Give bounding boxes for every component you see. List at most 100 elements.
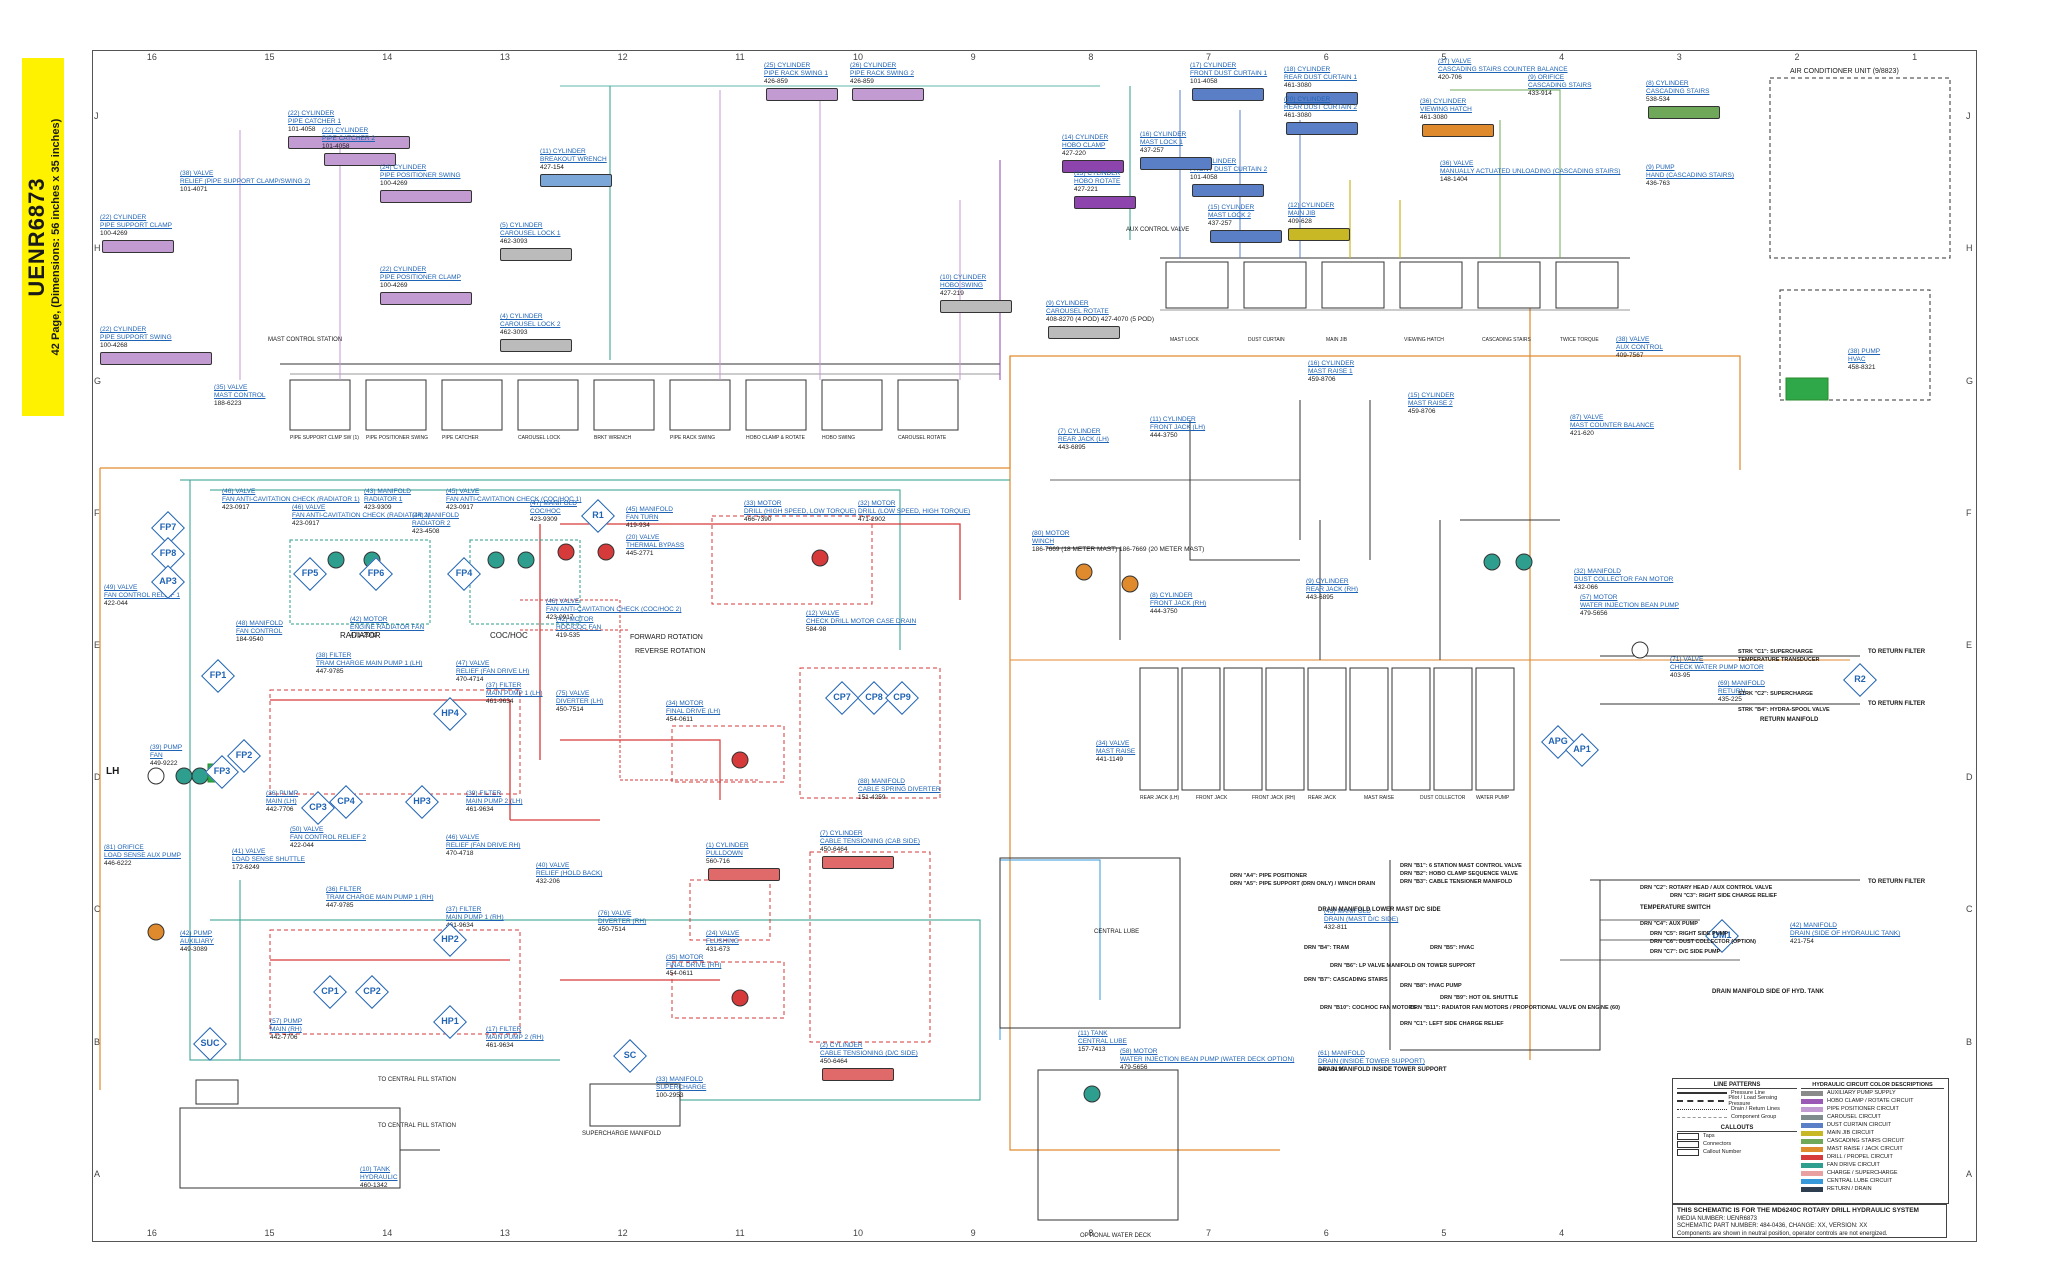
pressure-tap-label[interactable]: CP4 xyxy=(337,796,355,806)
pressure-tap-label[interactable]: CP9 xyxy=(893,692,911,702)
pressure-tap-label[interactable]: FP3 xyxy=(213,766,231,776)
pressure-tap-label[interactable]: CP8 xyxy=(865,692,883,702)
pressure-tap-label[interactable]: FP5 xyxy=(301,568,319,578)
pressure-tap-label[interactable]: DM1 xyxy=(1712,930,1732,940)
pressure-tap-label[interactable]: FP2 xyxy=(235,750,253,760)
pressure-tap-label[interactable]: HP2 xyxy=(441,934,459,944)
pressure-tap-label[interactable]: FP8 xyxy=(159,548,177,558)
pressure-tap-label[interactable]: APG xyxy=(1548,736,1568,746)
pressure-tap-label[interactable]: AP3 xyxy=(159,576,177,586)
pressure-tap-label[interactable]: CP7 xyxy=(833,692,851,702)
pressure-tap-label[interactable]: CP2 xyxy=(363,986,381,996)
pressure-tap-label[interactable]: FP7 xyxy=(159,522,177,532)
pressure-tap-label[interactable]: SUC xyxy=(200,1038,220,1048)
pressure-tap-label[interactable]: AP1 xyxy=(1573,744,1591,754)
pressure-tap-label[interactable]: HP3 xyxy=(413,796,431,806)
pressure-tap-label[interactable]: R1 xyxy=(592,510,604,520)
pressure-tap-label[interactable]: HP1 xyxy=(441,1016,459,1026)
pressure-tap-label[interactable]: SC xyxy=(623,1050,637,1060)
pressure-tap-label[interactable]: FP4 xyxy=(455,568,473,578)
pressure-tap-label[interactable]: R2 xyxy=(1854,674,1866,684)
